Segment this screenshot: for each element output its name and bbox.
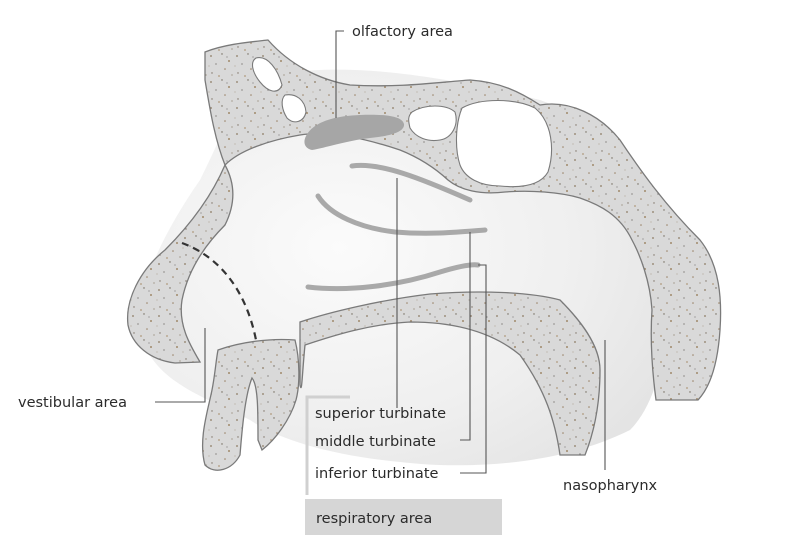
inferior-leader	[460, 264, 487, 474]
ethmoid-cell-2	[408, 105, 457, 142]
middle-turbinate-label: middle turbinate	[315, 434, 436, 450]
vestibular-boundary	[181, 241, 258, 341]
middle-leader	[460, 232, 471, 441]
vestibular-leader	[155, 328, 206, 403]
nasal-tip-cartilage	[126, 163, 234, 364]
nasopharynx-label: nasopharynx	[563, 478, 658, 494]
superior-turbinate-label: superior turbinate	[315, 406, 446, 422]
respiratory-bracket	[305, 395, 350, 495]
hard-palate	[299, 291, 601, 456]
frontal-sinus	[251, 57, 283, 92]
respiratory-area-box	[305, 499, 502, 535]
inferior-turbinate-label: inferior turbinate	[315, 466, 439, 482]
upper-lip-bone	[201, 338, 300, 471]
superior-turbinate-shape	[349, 162, 473, 203]
olfactory-leader	[335, 30, 344, 118]
inferior-turbinate-shape	[305, 262, 481, 292]
sphenoid-sinus	[455, 100, 553, 188]
respiratory-area-label: respiratory area	[316, 511, 432, 527]
vestibular-area-label: vestibular area	[18, 395, 127, 411]
middle-turbinate-shape	[315, 193, 488, 236]
ethmoid-cell-1	[281, 94, 307, 123]
olfactory-area-patch	[304, 114, 405, 150]
olfactory-area-label: olfactory area	[352, 24, 453, 40]
